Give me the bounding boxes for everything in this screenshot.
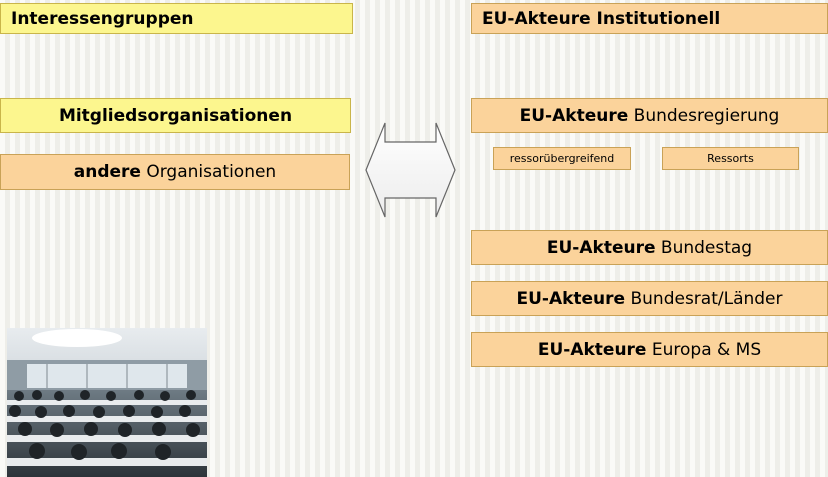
mitgliedsorganisationen-box: Mitgliedsorganisationen xyxy=(0,98,351,133)
europa-label: Europa & MS xyxy=(651,339,762,360)
conference-audience-photo xyxy=(7,328,207,477)
ressortuebergreifend-label: ressorübergreifend xyxy=(509,152,615,165)
double-arrow-icon xyxy=(365,122,456,218)
mitgliedsorganisationen-label: Mitgliedsorganisationen xyxy=(58,105,293,126)
andere-organisationen-box: andere Organisationen xyxy=(0,154,350,190)
interessengruppen-label: Interessengruppen xyxy=(11,8,194,29)
eu-akteure-institutionell-header: EU-Akteure Institutionell xyxy=(471,3,828,34)
eu-akteure-prefix: EU-Akteure xyxy=(519,105,629,126)
bundestag-label: Bundestag xyxy=(660,237,753,258)
eu-akteure-prefix: EU-Akteure xyxy=(516,288,626,309)
ressorts-box: Ressorts xyxy=(662,147,799,170)
eu-akteure-prefix: EU-Akteure xyxy=(537,339,647,360)
ressortuebergreifend-box: ressorübergreifend xyxy=(493,147,631,170)
bundesrat-label: Bundesrat/Länder xyxy=(630,288,783,309)
eu-akteure-bundesregierung-box: EU-Akteure Bundesregierung xyxy=(471,98,828,133)
institutionell-label: EU-Akteure Institutionell xyxy=(482,8,721,29)
interessengruppen-header: Interessengruppen xyxy=(0,3,353,34)
eu-akteure-bundestag-box: EU-Akteure Bundestag xyxy=(471,230,828,265)
andere-label: andere xyxy=(73,162,141,182)
organisationen-label: Organisationen xyxy=(146,162,277,182)
eu-akteure-europa-box: EU-Akteure Europa & MS xyxy=(471,332,828,367)
ressorts-label: Ressorts xyxy=(707,152,754,165)
eu-akteure-prefix: EU-Akteure xyxy=(546,237,656,258)
bundesregierung-label: Bundesregierung xyxy=(633,105,780,126)
eu-akteure-bundesrat-box: EU-Akteure Bundesrat/Länder xyxy=(471,281,828,316)
